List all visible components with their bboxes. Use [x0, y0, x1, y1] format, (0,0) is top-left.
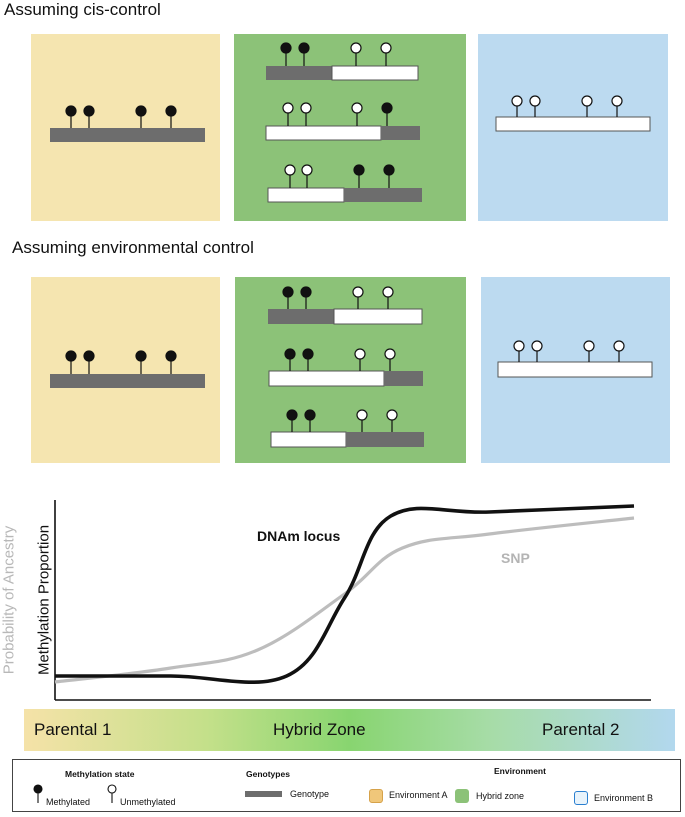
gradient-label-hybrid-zone: Hybrid Zone — [273, 720, 366, 739]
unmethylated-lollipop-icon — [300, 102, 312, 126]
environment-b-swatch — [574, 791, 588, 805]
genotype-bar-icon — [268, 370, 423, 387]
methylated-lollipop-icon — [381, 102, 393, 126]
legend-unmethylated-label: Unmethylated — [120, 797, 176, 807]
unmethylated-lollipop-icon — [301, 164, 313, 188]
methylated-lollipop-icon — [304, 409, 316, 432]
methylated-lollipop-icon — [282, 286, 294, 309]
unmethylated-lollipop-icon — [356, 409, 368, 432]
genotype-bar-icon — [267, 187, 422, 203]
genotype-bar-icon — [50, 374, 205, 388]
legend-hybrid-zone-label: Hybrid zone — [476, 791, 525, 801]
legend-icons — [33, 784, 282, 803]
genotype-bar-icon — [497, 361, 653, 378]
dnam-locus-label: DNAm locus — [257, 528, 341, 544]
unmethylated-lollipop-icon — [531, 340, 543, 362]
methylated-lollipop-icon — [280, 42, 292, 66]
unmethylated-lollipop-icon — [581, 95, 593, 117]
methylated-lollipop-icon — [300, 286, 312, 309]
methylated-lollipop-icon — [83, 350, 95, 374]
unmethylated-lollipop-icon — [583, 340, 595, 362]
dnam-locus-curve — [54, 504, 635, 685]
legend-genotypes-title: Genotypes — [246, 769, 290, 779]
unmethylated-lollipop-icon — [511, 95, 523, 117]
gradient-label-parental-1: Parental 1 — [34, 720, 112, 739]
genotype-bar-icon — [265, 125, 420, 141]
methylated-lollipop-icon — [286, 409, 298, 432]
unmethylated-lollipop-icon — [513, 340, 525, 362]
cis-environment-a-panel — [31, 34, 220, 221]
snp-label: SNP — [501, 550, 530, 566]
genotype-bar-icon — [270, 431, 424, 448]
genotype-bar-icon — [268, 308, 423, 325]
methylated-lollipop-icon — [353, 164, 365, 188]
legend-environment-title: Environment — [494, 766, 546, 776]
methylated-lollipop-icon — [165, 350, 177, 374]
unmethylated-lollipop-icon — [350, 42, 362, 66]
unmethylated-lollipop-icon — [354, 348, 366, 371]
y-axis-label-ancestry: Probability of Ancestry — [0, 525, 18, 675]
methylated-lollipop-icon — [298, 42, 310, 66]
methylated-lollipop-icon — [284, 348, 296, 371]
unmethylated-lollipop-icon — [384, 348, 396, 371]
environmental-control-title: Assuming environmental control — [12, 238, 254, 257]
unmethylated-lollipop-icon — [282, 102, 294, 126]
methylated-lollipop-icon — [135, 350, 147, 374]
cis-control-title: Assuming cis-control — [4, 0, 161, 19]
legend-box: Methylation state Methylated Unmethylate… — [12, 759, 681, 812]
genotype-bar-icon — [266, 65, 419, 81]
genotype-bar-icon — [495, 116, 651, 132]
methylated-lollipop-icon — [65, 105, 77, 128]
unmethylated-lollipop-icon — [352, 286, 364, 309]
methylated-lollipop-icon — [83, 105, 95, 128]
legend-genotype-label: Genotype — [290, 789, 330, 799]
environment-a-swatch — [369, 789, 383, 803]
env-environment-a-panel — [31, 277, 220, 463]
unmethylated-lollipop-icon — [284, 164, 296, 188]
legend-methylated-label: Methylated — [46, 797, 91, 807]
unmethylated-lollipop-icon — [382, 286, 394, 309]
unmethylated-lollipop-icon — [386, 409, 398, 432]
methylated-lollipop-icon — [65, 350, 77, 374]
genotype-diagram — [50, 42, 653, 448]
unmethylated-lollipop-icon — [107, 784, 117, 803]
unmethylated-lollipop-icon — [613, 340, 625, 362]
unmethylated-lollipop-icon — [529, 95, 541, 117]
legend-environment-b-label: Environment B — [594, 793, 654, 803]
methylated-lollipop-icon — [383, 164, 395, 188]
genotype-bar-icon — [245, 791, 282, 797]
unmethylated-lollipop-icon — [351, 102, 363, 126]
y-axis-label-methylation: Methylation Proportion — [35, 524, 53, 676]
legend-methylation-title: Methylation state — [65, 769, 135, 779]
snp-curve — [54, 516, 635, 684]
hybrid-zone-swatch — [455, 789, 469, 803]
genotype-bar-icon — [50, 128, 205, 142]
gradient-label-parental-2: Parental 2 — [542, 720, 620, 739]
methylated-lollipop-icon — [302, 348, 314, 371]
unmethylated-lollipop-icon — [380, 42, 392, 66]
methylated-lollipop-icon — [33, 784, 43, 803]
unmethylated-lollipop-icon — [611, 95, 623, 117]
legend-environment-a-label: Environment A — [389, 790, 448, 800]
environment-gradient-bar — [24, 709, 675, 751]
methylated-lollipop-icon — [135, 105, 147, 128]
methylated-lollipop-icon — [165, 105, 177, 128]
